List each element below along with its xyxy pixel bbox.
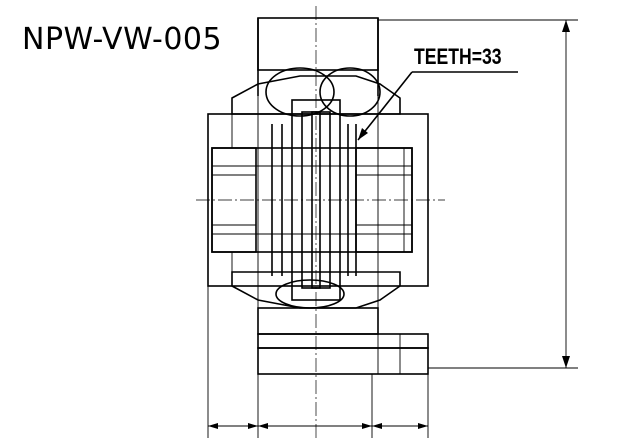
part-number-label: NPW-VW-005 <box>22 22 223 57</box>
outer-race-top <box>257 17 379 96</box>
width-dimensions <box>207 286 429 438</box>
spline-bore <box>211 147 413 253</box>
center-spindle <box>271 99 357 301</box>
ball-top <box>265 67 381 117</box>
teeth-leader <box>357 71 518 141</box>
height-dimension <box>378 19 578 369</box>
cage-bottom <box>231 271 401 309</box>
left-flange-lines <box>231 96 379 308</box>
ball-bottom <box>275 279 345 309</box>
teeth-count-label: TEETH=33 <box>414 44 502 69</box>
outer-race-bottom <box>257 307 429 375</box>
